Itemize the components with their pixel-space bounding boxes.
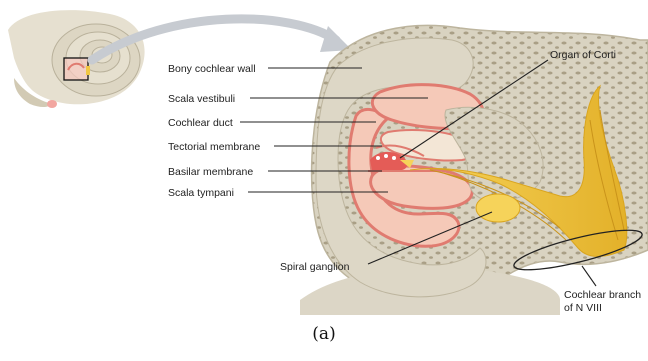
label-scala-tympani: Scala tympani	[168, 187, 234, 199]
label-cochlear-duct: Cochlear duct	[168, 117, 233, 129]
figure-caption: (a)	[0, 324, 648, 344]
cross-section	[300, 25, 648, 315]
leader-cochlear-branch	[582, 266, 596, 286]
label-spiral-ganglion: Spiral ganglion	[280, 261, 350, 273]
label-cochlear-branch-line1: Cochlear branch	[564, 289, 641, 301]
label-tectorial-membrane: Tectorial membrane	[168, 141, 260, 153]
label-bony-cochlear-wall: Bony cochlear wall	[168, 63, 256, 75]
label-cochlear-branch-line2: of N VIII	[564, 302, 602, 314]
label-scala-vestibuli: Scala vestibuli	[168, 93, 235, 105]
spiral-ganglion	[476, 194, 520, 222]
label-organ-of-corti: Organ of Corti	[550, 49, 616, 61]
round-window-icon	[47, 100, 57, 108]
label-basilar-membrane: Basilar membrane	[168, 166, 253, 178]
cochlea-inset	[8, 10, 145, 108]
